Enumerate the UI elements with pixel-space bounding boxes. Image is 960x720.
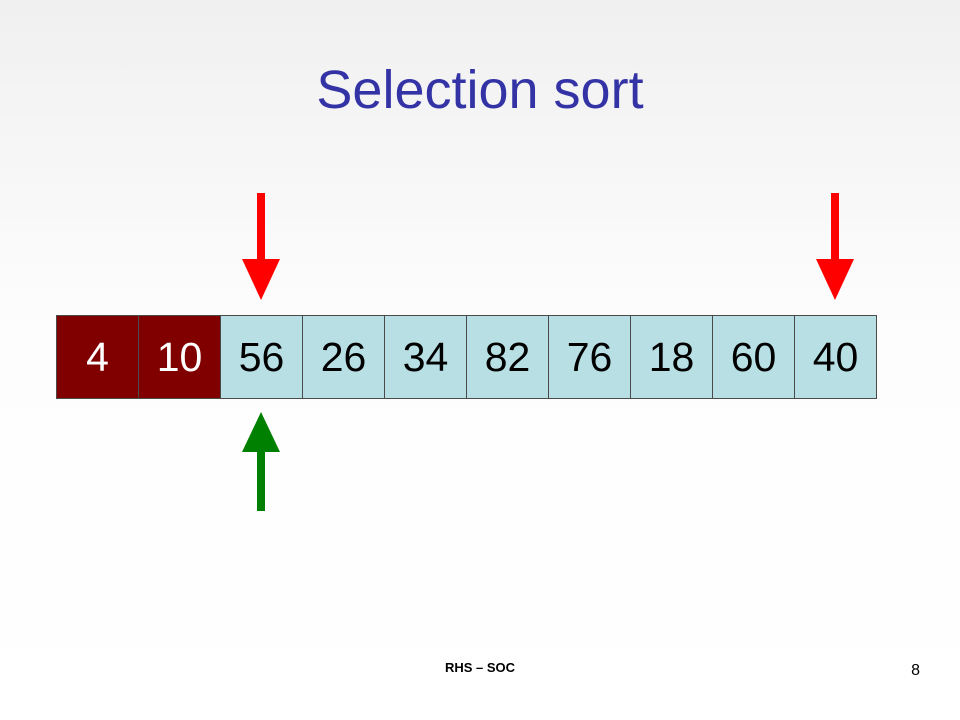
array-cell: 76	[548, 315, 631, 399]
array-cell: 4	[56, 315, 139, 399]
scan-current-arrow	[816, 193, 854, 300]
array-cell: 60	[712, 315, 795, 399]
scan-start-arrow	[242, 193, 280, 300]
array-cell: 26	[302, 315, 385, 399]
slide-title: Selection sort	[316, 60, 644, 120]
array-cell: 34	[384, 315, 467, 399]
array-cell: 18	[630, 315, 713, 399]
array-cell: 82	[466, 315, 549, 399]
current-min-arrow	[242, 412, 280, 511]
footer-text: RHS – SOC	[444, 660, 516, 675]
array-cell: 40	[794, 315, 877, 399]
array-cell: 56	[220, 315, 303, 399]
array-cell: 10	[138, 315, 221, 399]
page-number: 8	[911, 662, 920, 679]
